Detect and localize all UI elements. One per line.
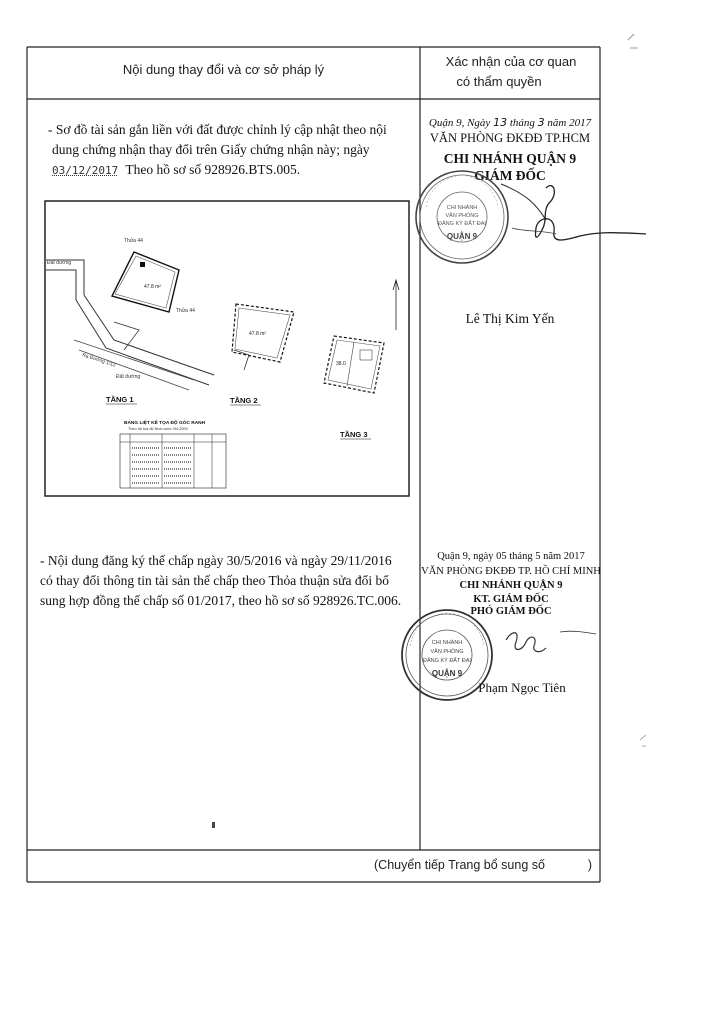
entry2-signature: [505, 630, 597, 653]
entry2-kt: KT. GIÁM ĐỐC: [473, 594, 549, 605]
svg-text:VĂN PHÒNG: VĂN PHÒNG: [445, 212, 478, 219]
footer-continuation-text: (Chuyển tiếp Trang bổ sung số: [374, 858, 545, 872]
entry1-date-line: Quận 9, Ngày 13 tháng 3 năm 2017: [420, 116, 600, 129]
entry2-confirmation: Quận 9, ngày 05 tháng 5 năm 2017 VĂN PHÒ…: [420, 551, 602, 617]
entry2-signer-name: Phạm Ngọc Tiên: [478, 680, 566, 695]
ink-dot: [212, 822, 215, 828]
coord-table-title: BẢNG LIỆT KÊ TỌA ĐỘ GÓC RANH: [124, 418, 206, 426]
svg-text:47.8 m²: 47.8 m²: [144, 284, 161, 290]
svg-text:QUẬN 9: QUẬN 9: [432, 669, 463, 678]
entry2-date-line: Quận 9, ngày 05 tháng 5 năm 2017: [437, 551, 585, 562]
entry1-line2: dung chứng nhận thay đổi trên Giấy chứng…: [52, 142, 370, 157]
coord-table-subtitle: Theo hệ tọa độ Nhà nước VN-2000: [128, 427, 188, 431]
entry2-position: PHÓ GIÁM ĐỐC: [470, 606, 552, 617]
entry1-line1: - Sơ đồ tài sản gắn liền với đất được ch…: [48, 122, 387, 137]
svg-text:ĐĂNG KÝ ĐẤT ĐAI: ĐĂNG KÝ ĐẤT ĐAI: [423, 657, 471, 664]
svg-text:CHI NHÁNH: CHI NHÁNH: [432, 639, 463, 646]
entry2-branch: CHI NHÁNH QUẬN 9: [459, 580, 563, 591]
entry2-line1: - Nội dung đăng ký thế chấp ngày 30/5/20…: [40, 553, 392, 568]
entry2-official-stamp: CHI NHÁNH VĂN PHÒNG ĐĂNG KÝ ĐẤT ĐAI QUẬN…: [398, 606, 496, 704]
floor1-label: TẦNG 1: [106, 394, 134, 404]
entry1-date-month: 3: [537, 116, 545, 129]
header-authority-title-line1: Xác nhận của cơ quan: [445, 54, 577, 69]
entry1-position: GIÁM ĐỐC: [474, 168, 546, 183]
entry1-line3: 03/12/2017 Theo hồ sơ số 928926.BTS.005.: [52, 160, 418, 181]
entry1-official-stamp: CHI NHÁNH VĂN PHÒNG ĐĂNG KÝ ĐẤT ĐAI QUẬN…: [412, 167, 512, 267]
coord-table: [119, 433, 227, 489]
entry1-branch: CHI NHÁNH QUẬN 9: [443, 151, 577, 166]
floor3-label: TẦNG 3: [340, 429, 368, 439]
entry1-date-prefix: Quận 9, Ngày: [428, 117, 491, 129]
entry1-text: - Sơ đồ tài sản gắn liền với đất được ch…: [48, 120, 418, 181]
svg-text:QUẬN 9: QUẬN 9: [447, 232, 478, 241]
svg-text:Đất đường: Đất đường: [116, 374, 140, 380]
header-authority-title-line2: có thẩm quyền: [456, 74, 542, 89]
entry1-signature: [500, 183, 647, 241]
svg-text:Đất đường: Đất đường: [47, 260, 71, 266]
svg-text:VĂN PHÒNG: VĂN PHÒNG: [430, 648, 463, 655]
entry1-date-month-word: tháng: [509, 117, 535, 129]
svg-text:47.8 m²: 47.8 m²: [249, 331, 266, 337]
header-content-title: Nội dung thay đổi và cơ sở pháp lý: [122, 62, 325, 77]
entry1-dossier-ref: Theo hồ sơ số 928926.BTS.005.: [125, 162, 301, 177]
entry1-confirmation: Quận 9, Ngày 13 tháng 3 năm 2017 VĂN PHÒ…: [420, 116, 600, 184]
footer-continuation: (Chuyển tiếp Trang bổ sung số ): [374, 858, 592, 872]
entry1-signer-name: Lê Thị Kim Yến: [465, 311, 555, 326]
entry1-date-day: 13: [493, 116, 508, 129]
entry2-text: - Nội dung đăng ký thế chấp ngày 30/5/20…: [40, 551, 420, 611]
svg-text:CHI NHÁNH: CHI NHÁNH: [447, 204, 478, 211]
building-plan-drawing: Rạ Đường 1/12 Đất đường Đất đường 47.8 m…: [44, 200, 410, 497]
entry2-office: VĂN PHÒNG ĐKĐĐ TP. HỒ CHÍ MINH: [421, 566, 601, 577]
entry1-handwritten-date: 03/12/2017: [52, 164, 119, 177]
entry2-line3: sung hợp đồng thế chấp số 01/2017, theo …: [40, 593, 402, 608]
svg-text:Thửa 44: Thửa 44: [124, 237, 143, 244]
floor2-label: TẦNG 2: [230, 395, 258, 405]
svg-text:38.0: 38.0: [336, 361, 346, 367]
svg-text:ĐĂNG KÝ ĐẤT ĐAI: ĐĂNG KÝ ĐẤT ĐAI: [438, 220, 486, 227]
svg-text:Thửa 44: Thửa 44: [176, 307, 195, 314]
footer-close-paren: ): [587, 858, 593, 872]
entry1-office: VĂN PHÒNG ĐKĐĐ TP.HCM: [429, 131, 591, 145]
entry2-line2: có thay đổi thông tin tài sản thế chấp t…: [40, 573, 389, 588]
entry1-date-year: năm 2017: [547, 117, 592, 129]
